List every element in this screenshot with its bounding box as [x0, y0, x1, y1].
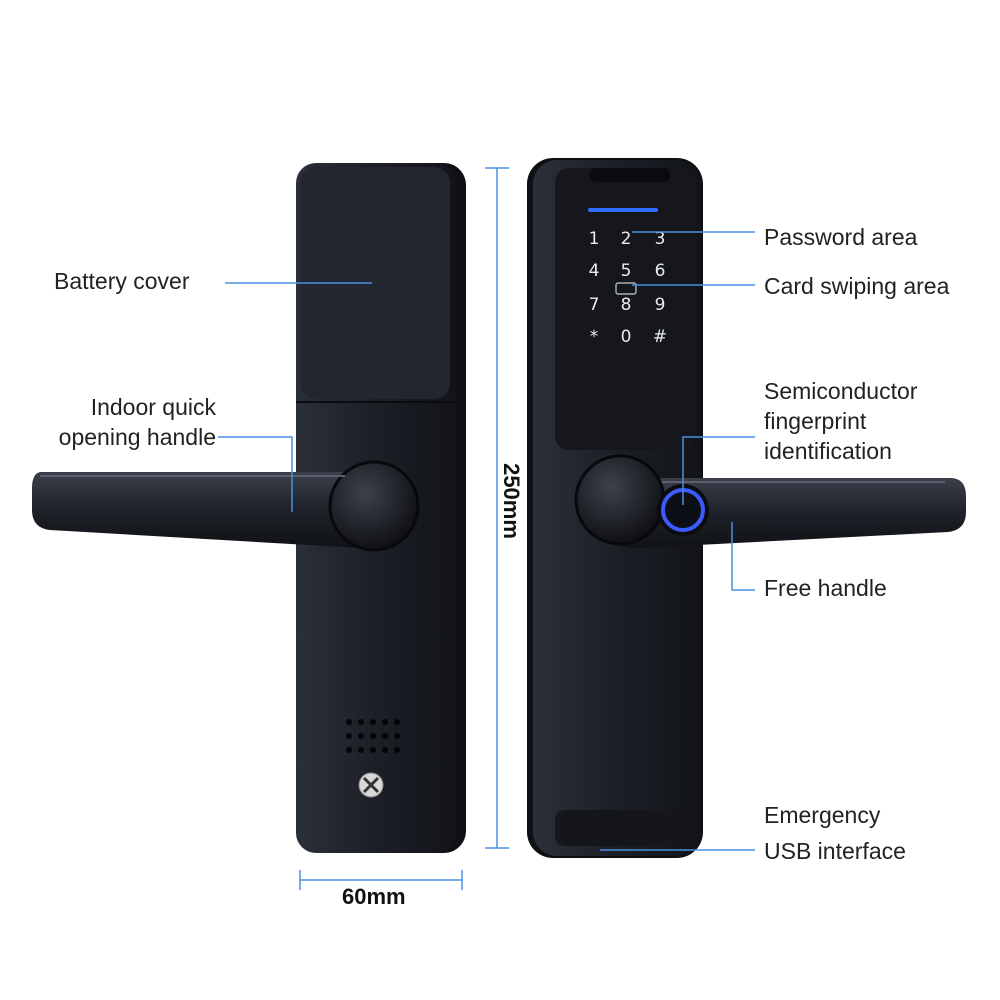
- key-1[interactable]: 1: [589, 229, 600, 249]
- key-2[interactable]: 2: [621, 229, 632, 249]
- label-password-area: Password area: [764, 224, 918, 250]
- label-card-swiping-area: Card swiping area: [764, 273, 950, 299]
- indoor-handle-knob: [328, 460, 420, 552]
- callout-fingerprint: [682, 436, 755, 505]
- key-hash[interactable]: #: [653, 327, 667, 347]
- label-free-handle: Free handle: [764, 575, 887, 601]
- keypad-screen: [555, 168, 695, 450]
- free-handle: [574, 454, 966, 549]
- label-fingerprint-line3: identification: [764, 438, 892, 464]
- key-8[interactable]: 8: [621, 295, 632, 315]
- outdoor-lock: 1 2 3 4 5 6 7 8 9 * 0 #: [527, 158, 966, 858]
- key-3[interactable]: 3: [655, 229, 666, 249]
- key-4[interactable]: 4: [589, 261, 600, 281]
- battery-cover-panel: [300, 167, 450, 399]
- label-fingerprint-line1: Semiconductor: [764, 378, 918, 404]
- key-6[interactable]: 6: [655, 261, 666, 281]
- label-indoor-handle-line1: Indoor quick: [90, 394, 216, 420]
- indoor-lock: [32, 163, 466, 853]
- label-usb-line2: USB interface: [764, 838, 906, 864]
- status-light-bar: [588, 208, 658, 212]
- usb-panel: [555, 810, 695, 846]
- speaker-grille: [346, 719, 400, 753]
- height-dimension-label: 250mm: [498, 463, 524, 539]
- key-7[interactable]: 7: [589, 295, 600, 315]
- callout-free-handle: [731, 522, 755, 591]
- keypad: 1 2 3 4 5 6 7 8 9 * 0 #: [589, 229, 668, 347]
- dimension-lines: [299, 167, 509, 890]
- key-5[interactable]: 5: [621, 261, 632, 281]
- label-usb-line1: Emergency: [764, 802, 881, 828]
- indoor-handle: [32, 460, 420, 552]
- screen-notch: [590, 168, 670, 182]
- screw-icon: [358, 772, 384, 798]
- key-star[interactable]: *: [590, 327, 599, 347]
- key-9[interactable]: 9: [655, 295, 666, 315]
- outdoor-handle-knob: [574, 454, 666, 546]
- width-dimension-label: 60mm: [342, 884, 406, 909]
- key-0[interactable]: 0: [621, 327, 632, 347]
- callout-indoor-handle: [218, 436, 293, 512]
- card-icon: [615, 282, 637, 295]
- label-indoor-handle-line2: opening handle: [58, 424, 216, 450]
- callout-lines: [218, 231, 755, 851]
- label-battery-cover: Battery cover: [54, 268, 190, 294]
- label-fingerprint-line2: fingerprint: [764, 408, 867, 434]
